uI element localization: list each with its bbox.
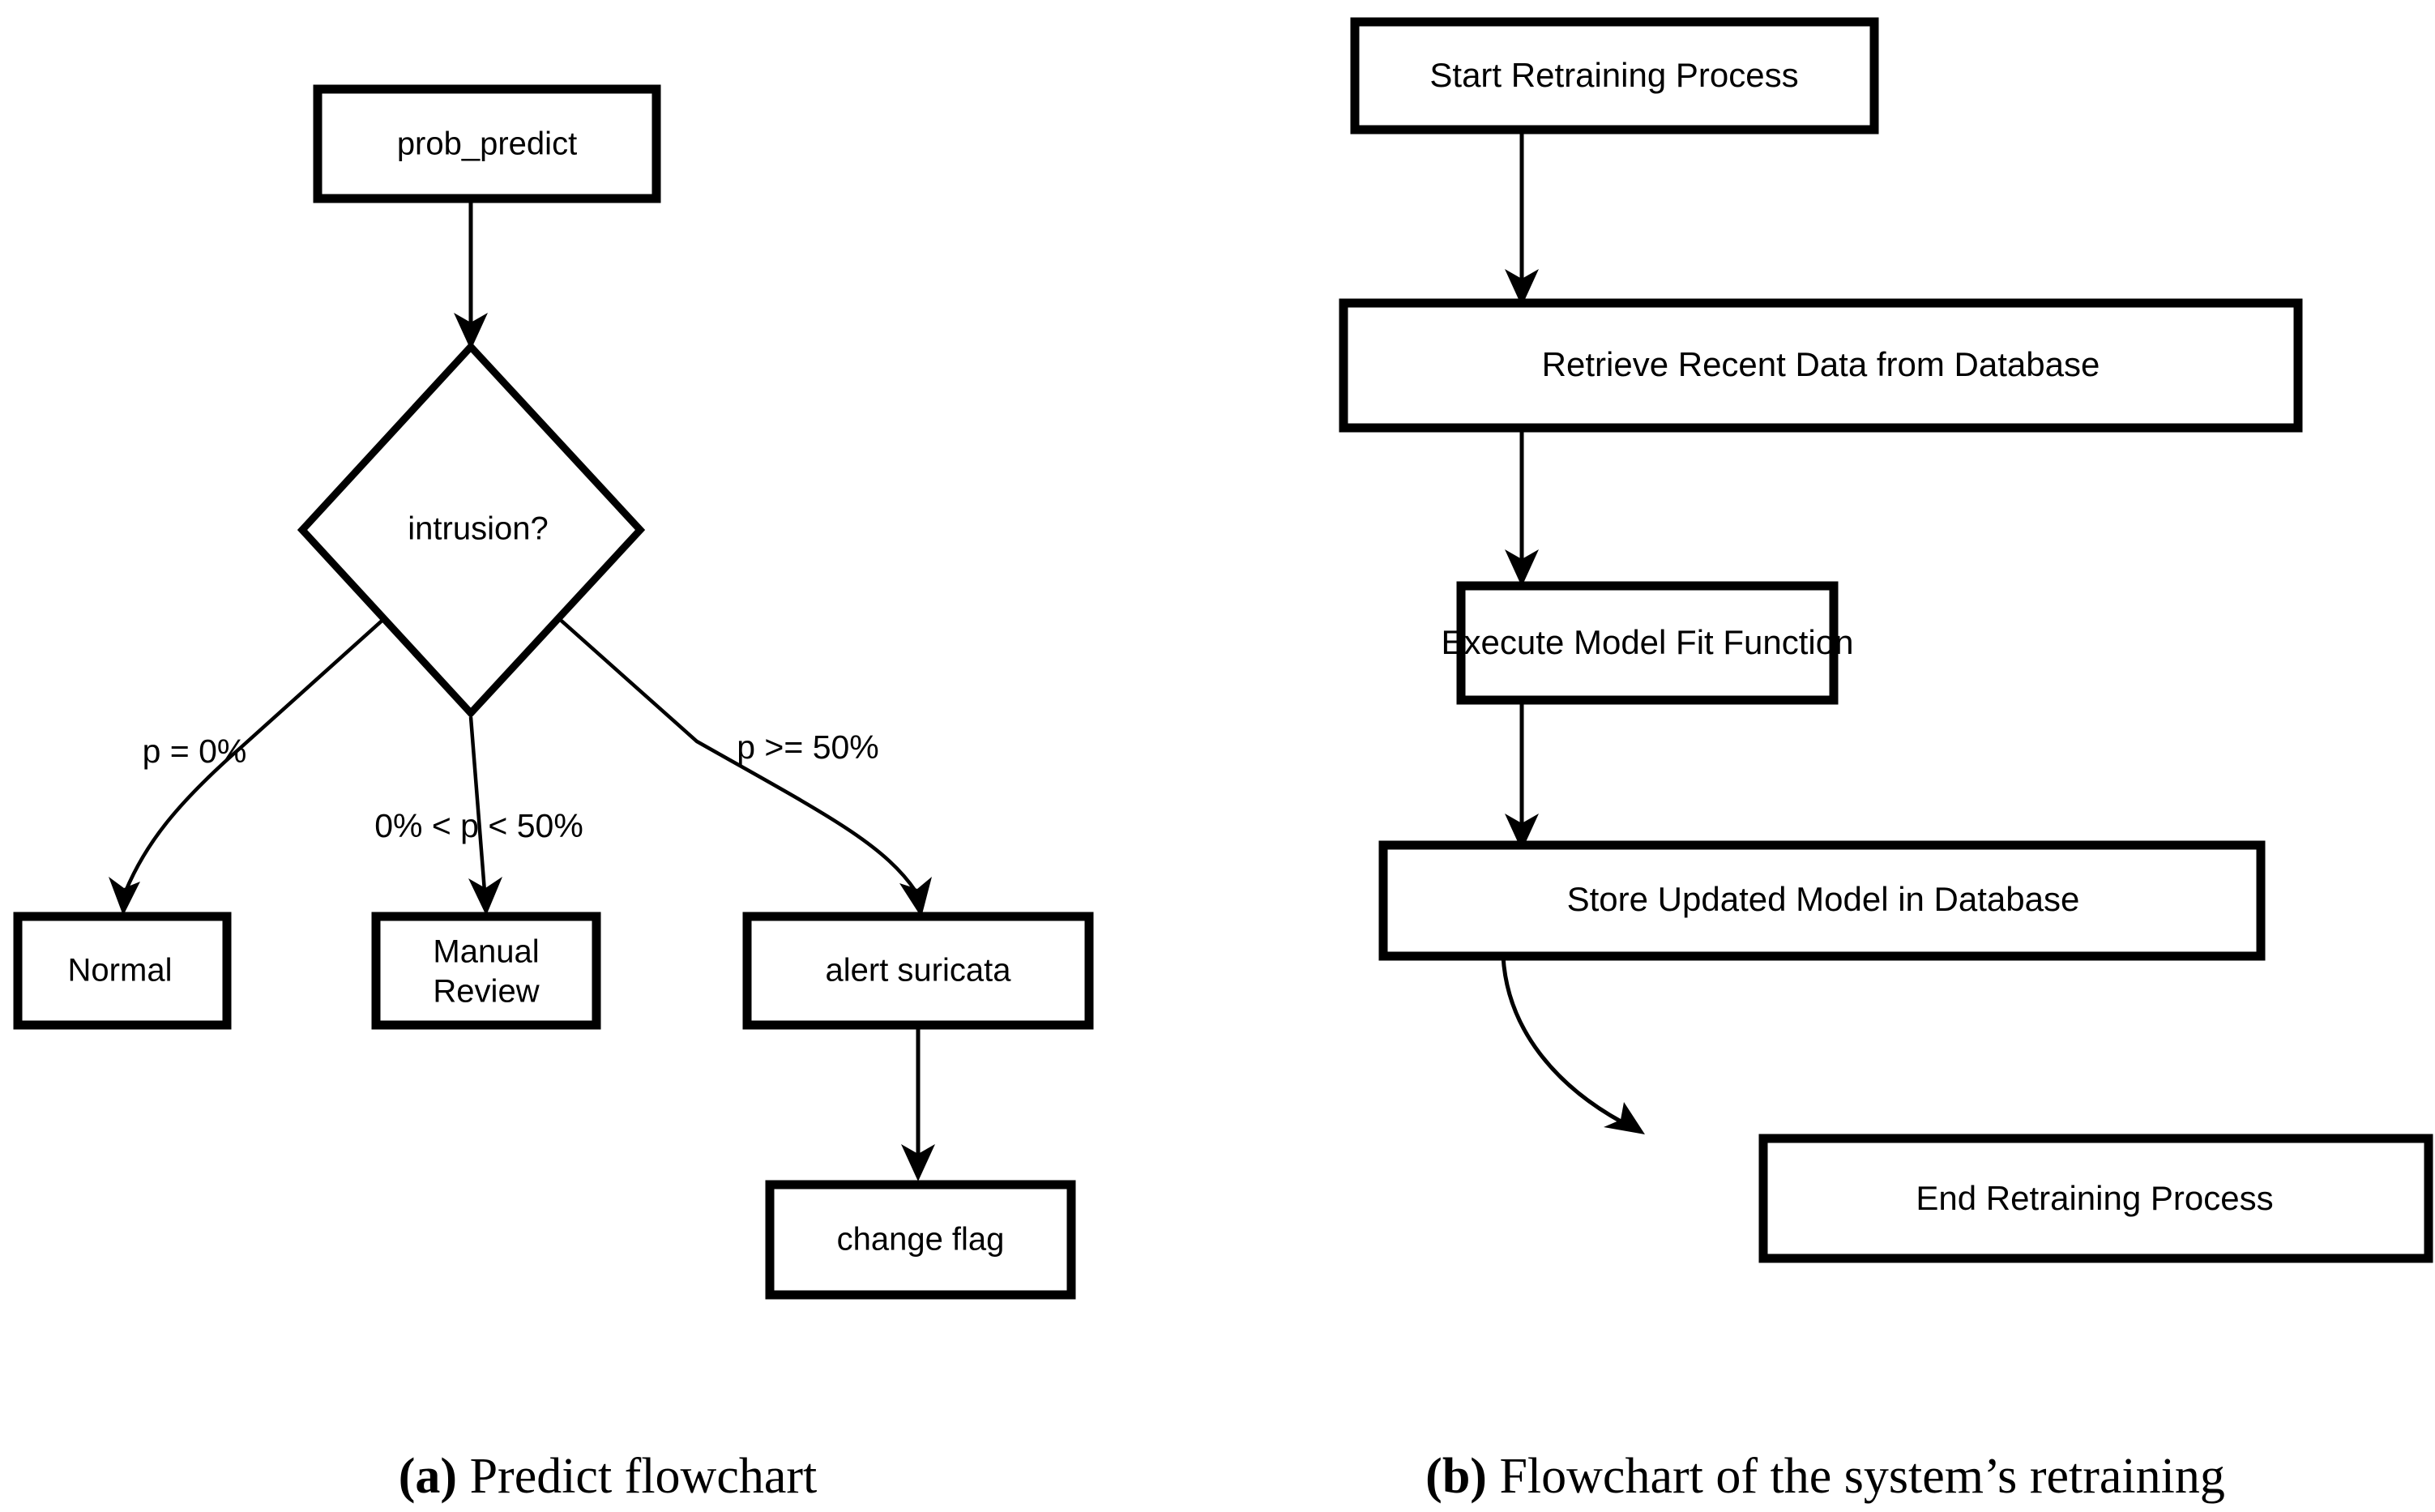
panel-predict-flowchart: prob_predict intrusion? p = 0% 0% < p < … <box>0 0 1215 1512</box>
edge-intrusion-to-normal <box>109 614 389 916</box>
node-end-retraining[interactable]: End Retraining Process <box>1758 1134 2433 1263</box>
node-end-retraining-label: End Retraining Process <box>1916 1179 2273 1217</box>
node-prob-predict[interactable]: prob_predict <box>313 84 661 203</box>
edge-intrusion-to-alert-suricata <box>554 614 932 917</box>
node-normal-label: Normal <box>68 953 173 989</box>
edge-start-to-retrieve <box>1505 130 1539 306</box>
node-manual-review-label-line2: Review <box>433 974 539 1010</box>
node-normal[interactable]: Normal <box>13 912 232 1030</box>
node-execute-model-fit[interactable]: Execute Model Fit Function <box>1442 581 1854 705</box>
node-change-flag[interactable]: change flag <box>765 1180 1076 1300</box>
edge-label-right: p >= 50% <box>737 728 879 766</box>
caption-a-text: Predict flowchart <box>457 1449 818 1504</box>
edge-prob-predict-to-intrusion <box>454 199 488 350</box>
caption-panel-b: (b) Flowchart of the system’s retraining <box>1215 1448 2435 1506</box>
edge-intrusion-to-manual-review <box>468 716 502 916</box>
node-prob-predict-label: prob_predict <box>397 126 577 162</box>
node-retrieve-data[interactable]: Retrieve Recent Data from Database <box>1339 298 2303 433</box>
node-alert-suricata-label: alert suricata <box>826 953 1012 989</box>
edge-label-middle: 0% < p < 50% <box>374 807 583 844</box>
caption-panel-a: (a) Predict flowchart <box>0 1448 1215 1506</box>
retraining-flowchart-svg: Start Retraining Process Retrieve Recent… <box>1339 17 2433 1263</box>
edge-store-to-end <box>1501 955 1645 1134</box>
node-store-model[interactable]: Store Updated Model in Database <box>1378 840 2266 961</box>
node-start-retraining-label: Start Retraining Process <box>1429 56 1798 94</box>
node-manual-review-label-line1: Manual <box>433 934 539 970</box>
edge-execute-to-store <box>1505 701 1539 851</box>
node-store-model-label: Store Updated Model in Database <box>1567 880 2080 918</box>
node-intrusion-label: intrusion? <box>408 511 548 547</box>
edge-label-left: p = 0% <box>143 733 247 770</box>
node-start-retraining[interactable]: Start Retraining Process <box>1350 17 1879 135</box>
caption-b-tag: (b) <box>1425 1449 1487 1504</box>
edge-alert-suricata-to-change-flag <box>901 1026 935 1181</box>
caption-a-tag: (a) <box>398 1449 458 1504</box>
node-execute-model-fit-label: Execute Model Fit Function <box>1442 623 1854 661</box>
node-retrieve-data-label: Retrieve Recent Data from Database <box>1542 345 2100 383</box>
node-alert-suricata[interactable]: alert suricata <box>742 912 1094 1030</box>
caption-b-text: Flowchart of the system’s retraining <box>1486 1449 2225 1504</box>
node-manual-review[interactable]: Manual Review <box>371 912 601 1030</box>
edge-retrieve-to-execute <box>1505 428 1539 587</box>
node-intrusion-decision[interactable]: intrusion? <box>297 341 646 719</box>
predict-flowchart-svg: prob_predict intrusion? p = 0% 0% < p < … <box>13 84 1094 1300</box>
node-change-flag-label: change flag <box>837 1222 1005 1258</box>
panel-retraining-flowchart: Start Retraining Process Retrieve Recent… <box>1215 0 2435 1512</box>
